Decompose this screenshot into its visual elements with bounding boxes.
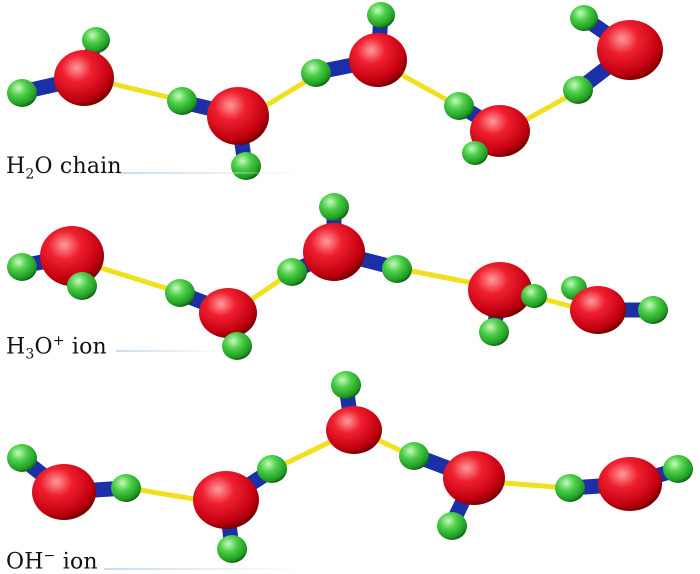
hydrogen-atom bbox=[7, 253, 37, 281]
hydrogen-atom bbox=[437, 512, 467, 540]
label-underline bbox=[104, 568, 304, 570]
hydrogen-atom bbox=[663, 455, 693, 483]
hydrogen-atom bbox=[217, 535, 247, 563]
label-main: H bbox=[6, 334, 26, 360]
label-rest: O bbox=[34, 334, 53, 360]
oxygen-atom bbox=[349, 33, 407, 87]
oxygen-atom bbox=[470, 105, 530, 157]
oxygen-atom bbox=[193, 471, 259, 529]
hydrogen-atom bbox=[399, 442, 429, 470]
oxygen-atom bbox=[207, 87, 269, 145]
hydrogen-atom bbox=[367, 2, 395, 28]
oxygen-atom bbox=[32, 464, 96, 520]
hydrogen-atom bbox=[222, 332, 252, 360]
hydrogen-atom bbox=[7, 79, 37, 107]
oxygen-atom bbox=[54, 50, 114, 106]
oxygen-atom bbox=[598, 457, 662, 511]
label-underline bbox=[118, 172, 308, 174]
hydrogen-atom bbox=[67, 272, 97, 300]
hydrogen-atom bbox=[277, 258, 307, 286]
label-main: OH bbox=[6, 549, 44, 574]
covalent-bonds bbox=[14, 8, 638, 173]
label-sup: − bbox=[43, 548, 56, 564]
oxygen-atom bbox=[40, 226, 104, 286]
oxygen-atom bbox=[468, 262, 532, 318]
hydrogen-atom bbox=[521, 284, 547, 308]
label-rest: O chain bbox=[34, 154, 122, 179]
panel-h3o-ion bbox=[7, 193, 668, 360]
hydrogen-atom bbox=[7, 444, 37, 472]
hydrogen-atom bbox=[382, 255, 412, 283]
label-h2o-chain: H2O chain bbox=[6, 154, 122, 182]
oxygen-atom bbox=[570, 286, 626, 334]
label-underline bbox=[116, 350, 226, 352]
oxygen-atom bbox=[326, 406, 382, 454]
hydrogen-atom bbox=[638, 296, 668, 324]
hydrogen-atom bbox=[331, 371, 361, 399]
oxygen-atom bbox=[597, 20, 663, 80]
label-sup: + bbox=[52, 333, 65, 349]
hydrogen-atom bbox=[444, 92, 474, 120]
hydrogen-atom bbox=[462, 141, 488, 165]
oxygen-atom bbox=[199, 288, 257, 338]
hydrogen-atom bbox=[111, 474, 141, 502]
hydrogen-atom bbox=[301, 59, 331, 87]
hydrogen-atom bbox=[82, 27, 110, 53]
hydrogen-atom bbox=[570, 5, 598, 31]
panel-h2o-chain bbox=[7, 2, 663, 180]
label-h3o-ion: H3O+ ion bbox=[6, 333, 107, 363]
hydrogen-bond bbox=[102, 79, 183, 103]
hydrogen-atom bbox=[231, 152, 261, 180]
oxygen-atom bbox=[443, 451, 505, 505]
hydrogen-atom bbox=[319, 193, 349, 221]
label-main: H bbox=[6, 154, 26, 179]
label-tail: ion bbox=[55, 549, 98, 574]
hydrogen-atom bbox=[165, 279, 195, 307]
label-tail: ion bbox=[64, 334, 107, 360]
label-oh-ion: OH− ion bbox=[6, 548, 98, 574]
hydrogen-atom bbox=[555, 474, 585, 502]
hydrogen-atom bbox=[257, 455, 287, 483]
hydrogen-atom bbox=[563, 76, 593, 104]
oxygen-atom bbox=[303, 223, 365, 281]
panel-oh-ion bbox=[7, 371, 693, 563]
hydrogen-bond bbox=[92, 263, 181, 295]
label-sub: 3 bbox=[25, 346, 35, 363]
hydrogen-atom bbox=[479, 318, 509, 346]
label-sub: 2 bbox=[25, 166, 35, 183]
hydrogen-atom bbox=[167, 87, 197, 115]
